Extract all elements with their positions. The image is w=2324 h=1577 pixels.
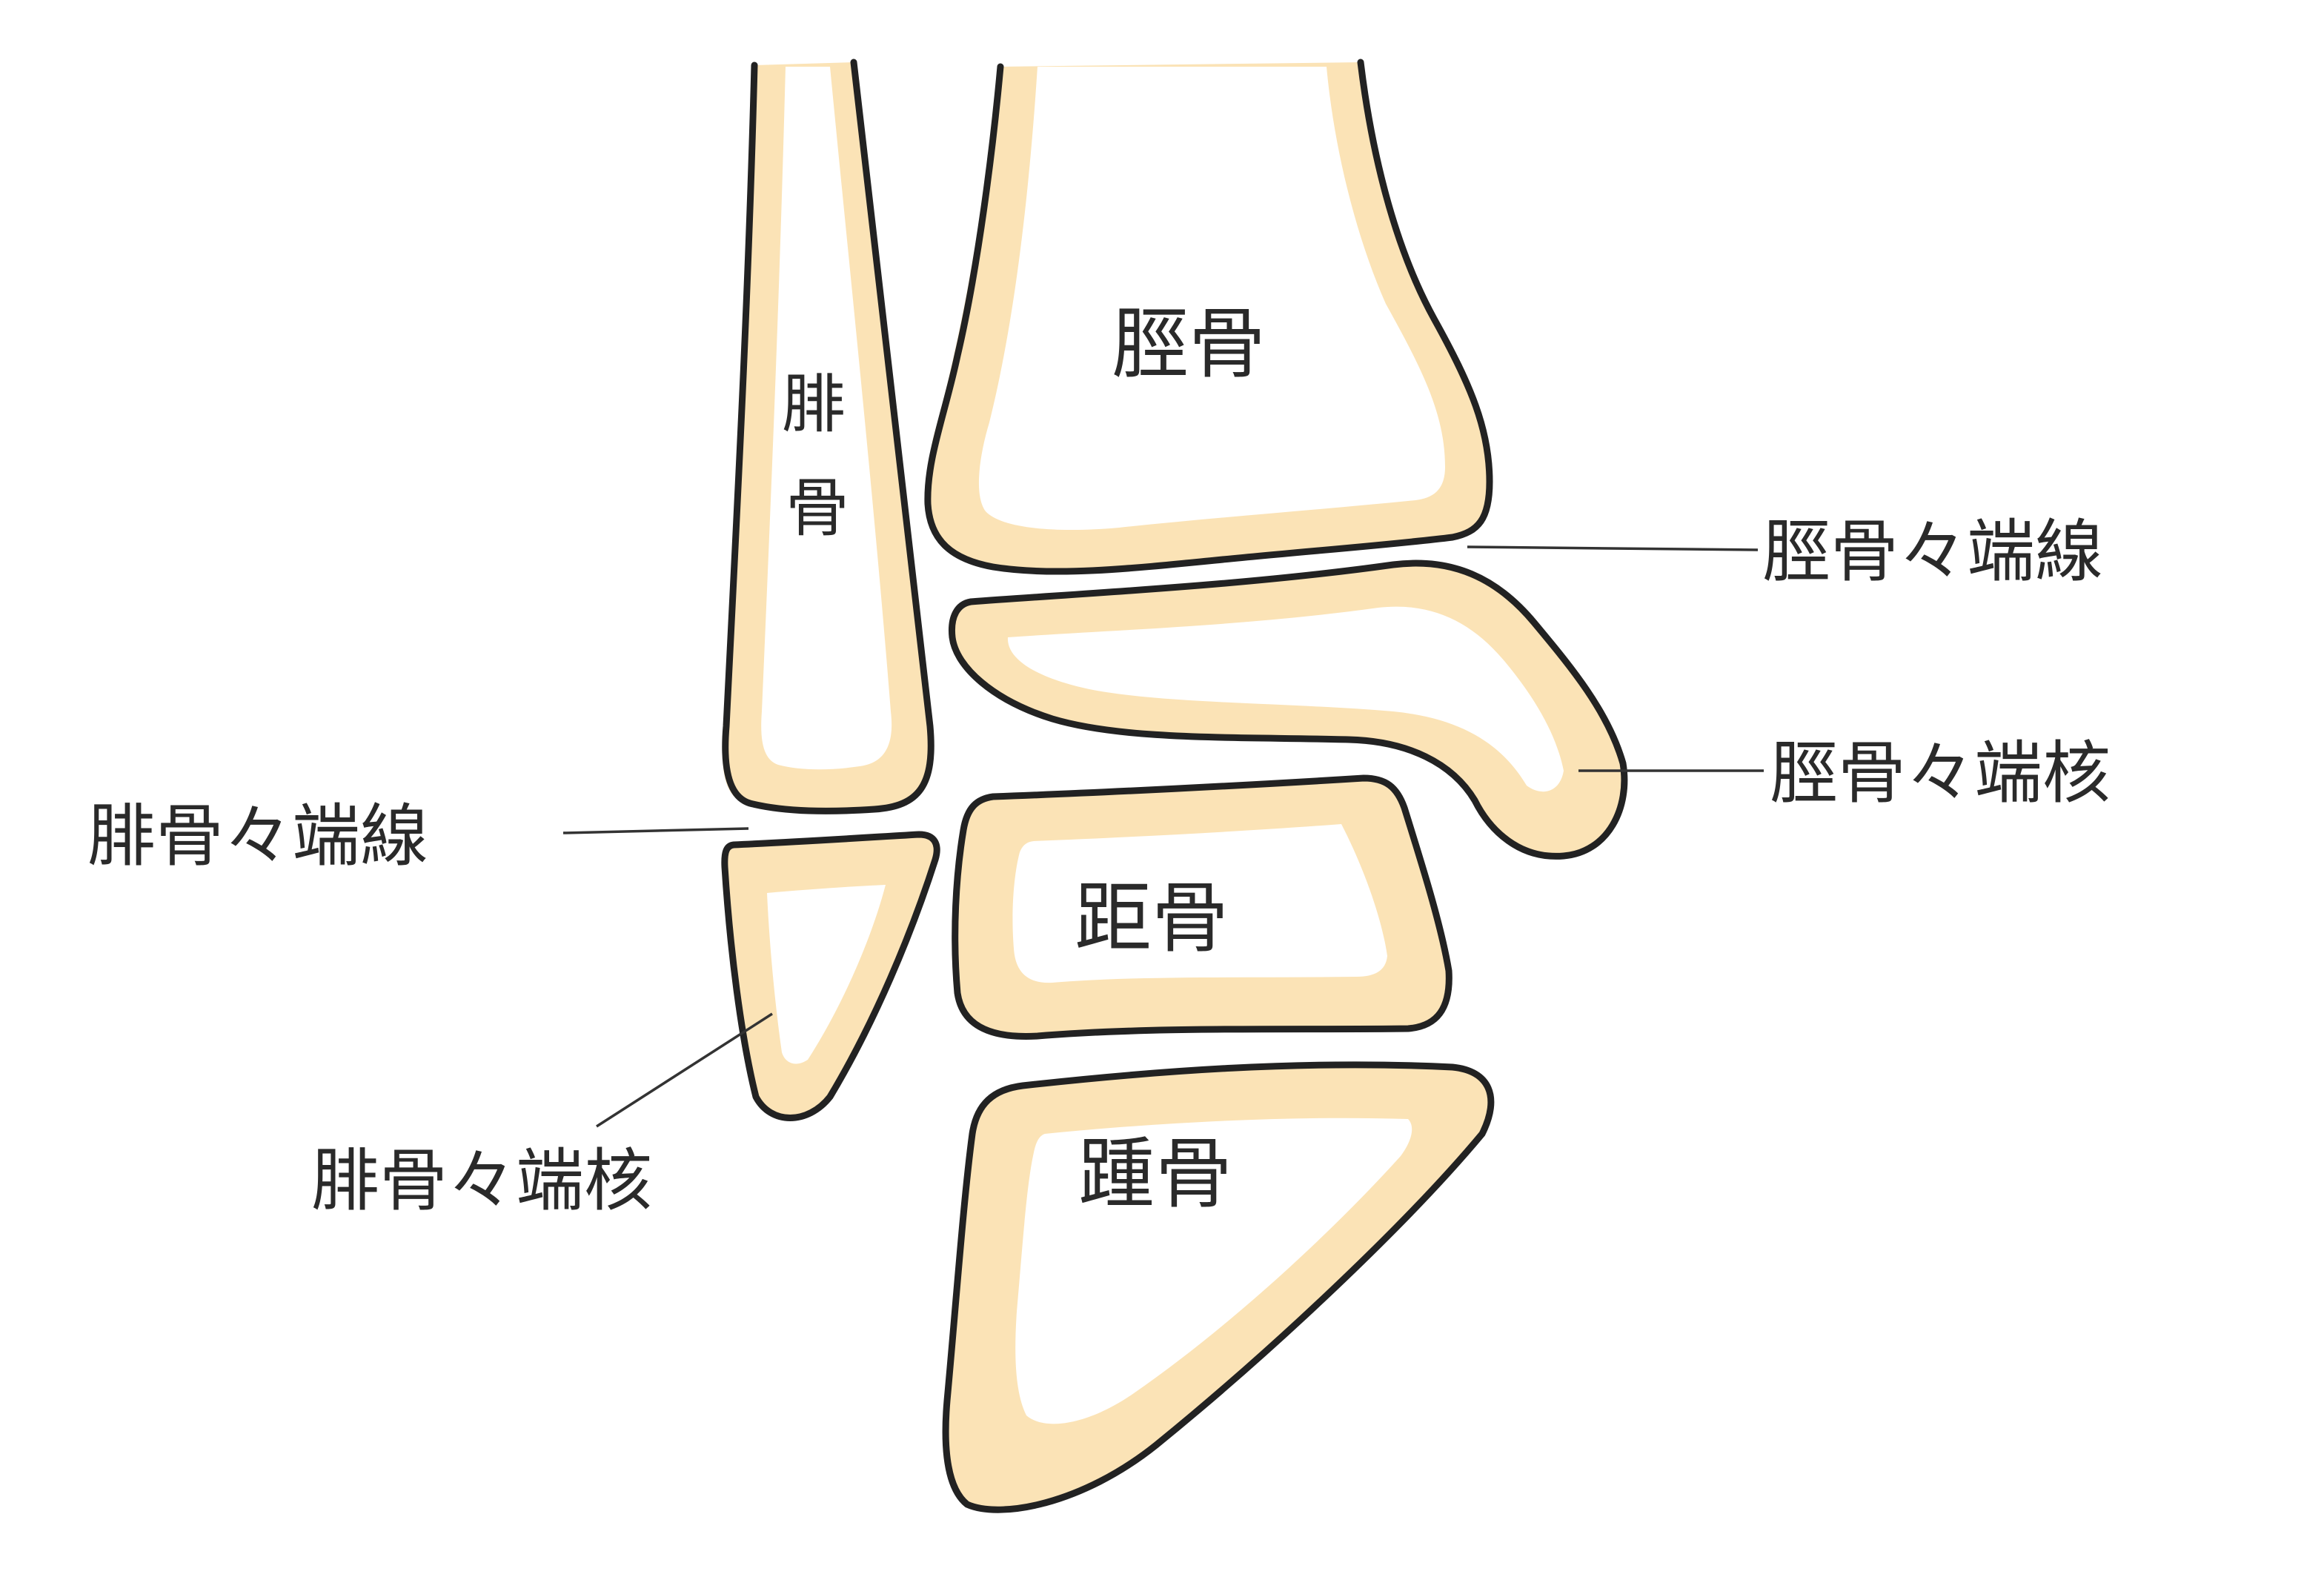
fibula-epiphysis bbox=[725, 834, 937, 1118]
fibula-label-top: 腓 bbox=[782, 368, 846, 442]
leader-tibia-growth-plate bbox=[1467, 547, 1758, 550]
fibula-label-bottom: 骨 bbox=[786, 471, 849, 545]
leader-fibula-growth-plate bbox=[563, 829, 748, 833]
callout-tibia-growth-plate: 脛骨々端線 bbox=[1762, 512, 2103, 591]
talus-label: 距骨 bbox=[1075, 873, 1229, 963]
calcaneus-label: 踵骨 bbox=[1078, 1129, 1232, 1219]
callout-fibula-epiphysis: 腓骨々端核 bbox=[311, 1141, 652, 1221]
leader-fibula-epiphysis bbox=[597, 1014, 772, 1126]
callout-tibia-epiphysis: 脛骨々端核 bbox=[1770, 734, 2111, 813]
callout-fibula-growth-plate: 腓骨々端線 bbox=[87, 797, 428, 876]
tibia-label: 脛骨 bbox=[1112, 299, 1266, 389]
